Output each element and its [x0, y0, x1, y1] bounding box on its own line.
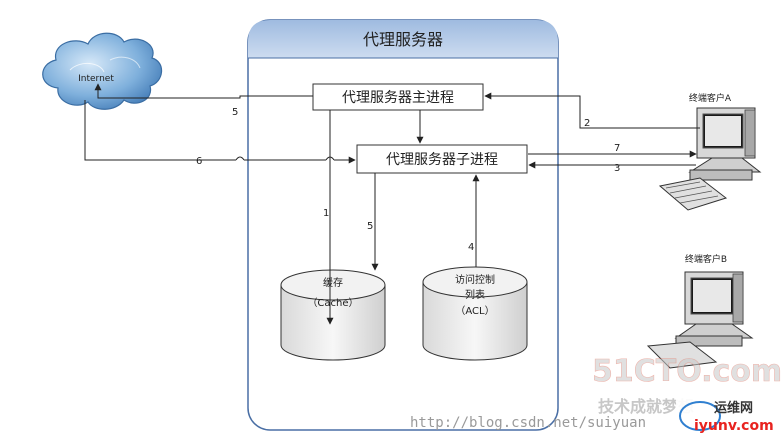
arrow-6-from-internet: 6	[84, 100, 356, 167]
arrow-1-to-cache: 1	[323, 110, 334, 325]
child-process-box: 代理服务器子进程	[356, 144, 528, 174]
arrow-1-label: 1	[323, 208, 329, 219]
arrow-5-to-internet: 5	[94, 83, 313, 118]
arrow-4-from-acl: 4	[468, 174, 480, 267]
badge-title: 运维网	[714, 400, 753, 416]
client-b-computer-icon	[646, 271, 754, 369]
arrow-5-cache-label: 5	[367, 221, 373, 232]
acl-abbr: （ACL）	[455, 305, 494, 317]
cache-cylinder: 缓存 （Cache）	[280, 269, 386, 361]
arrow-7-label: 7	[614, 143, 620, 154]
internet-cloud: Internet	[42, 32, 163, 110]
arrow-5-to-cache: 5	[367, 173, 379, 271]
main-process-label: 代理服务器主进程	[342, 90, 454, 106]
client-a-label: 终端客户A	[689, 92, 732, 104]
proxy-server-title: 代理服务器	[363, 30, 443, 49]
acl-label: 访问控制	[455, 273, 495, 286]
internet-label: Internet	[78, 74, 114, 84]
proxy-server-panel: 代理服务器	[247, 19, 559, 431]
arrow-4-label: 4	[468, 242, 474, 253]
client-a-computer-icon	[658, 107, 762, 211]
watermark-badge: 运维网 iyunv.com	[676, 396, 780, 434]
arrow-2-label: 2	[584, 118, 590, 129]
watermark-brand: 51CTO.com	[592, 354, 782, 389]
badge-url: iyunv.com	[694, 418, 774, 434]
main-process-box: 代理服务器主进程	[312, 83, 484, 111]
watermark-url: http://blog.csdn.net/suiyuan	[410, 415, 646, 431]
arrow-6-label: 6	[196, 156, 202, 167]
arrow-2: 2	[484, 92, 700, 129]
acl-cylinder: 访问控制 列表 （ACL）	[422, 266, 528, 361]
cache-label: 缓存	[323, 276, 343, 289]
watermark-51cto: 51CTO.com 技术成就梦想	[592, 354, 783, 416]
child-process-label: 代理服务器子进程	[386, 152, 498, 168]
cache-sublabel: （Cache）	[307, 297, 358, 309]
watermark-tagline: 技术成就梦想	[598, 397, 694, 416]
arrow-5-internet-label: 5	[232, 107, 238, 118]
arrow-7: 7	[528, 143, 697, 158]
client-b-label: 终端客户B	[685, 253, 727, 265]
arrow-3: 3	[528, 161, 696, 174]
acl-sublabel: 列表	[465, 288, 485, 301]
arrow-3-label: 3	[614, 163, 620, 174]
